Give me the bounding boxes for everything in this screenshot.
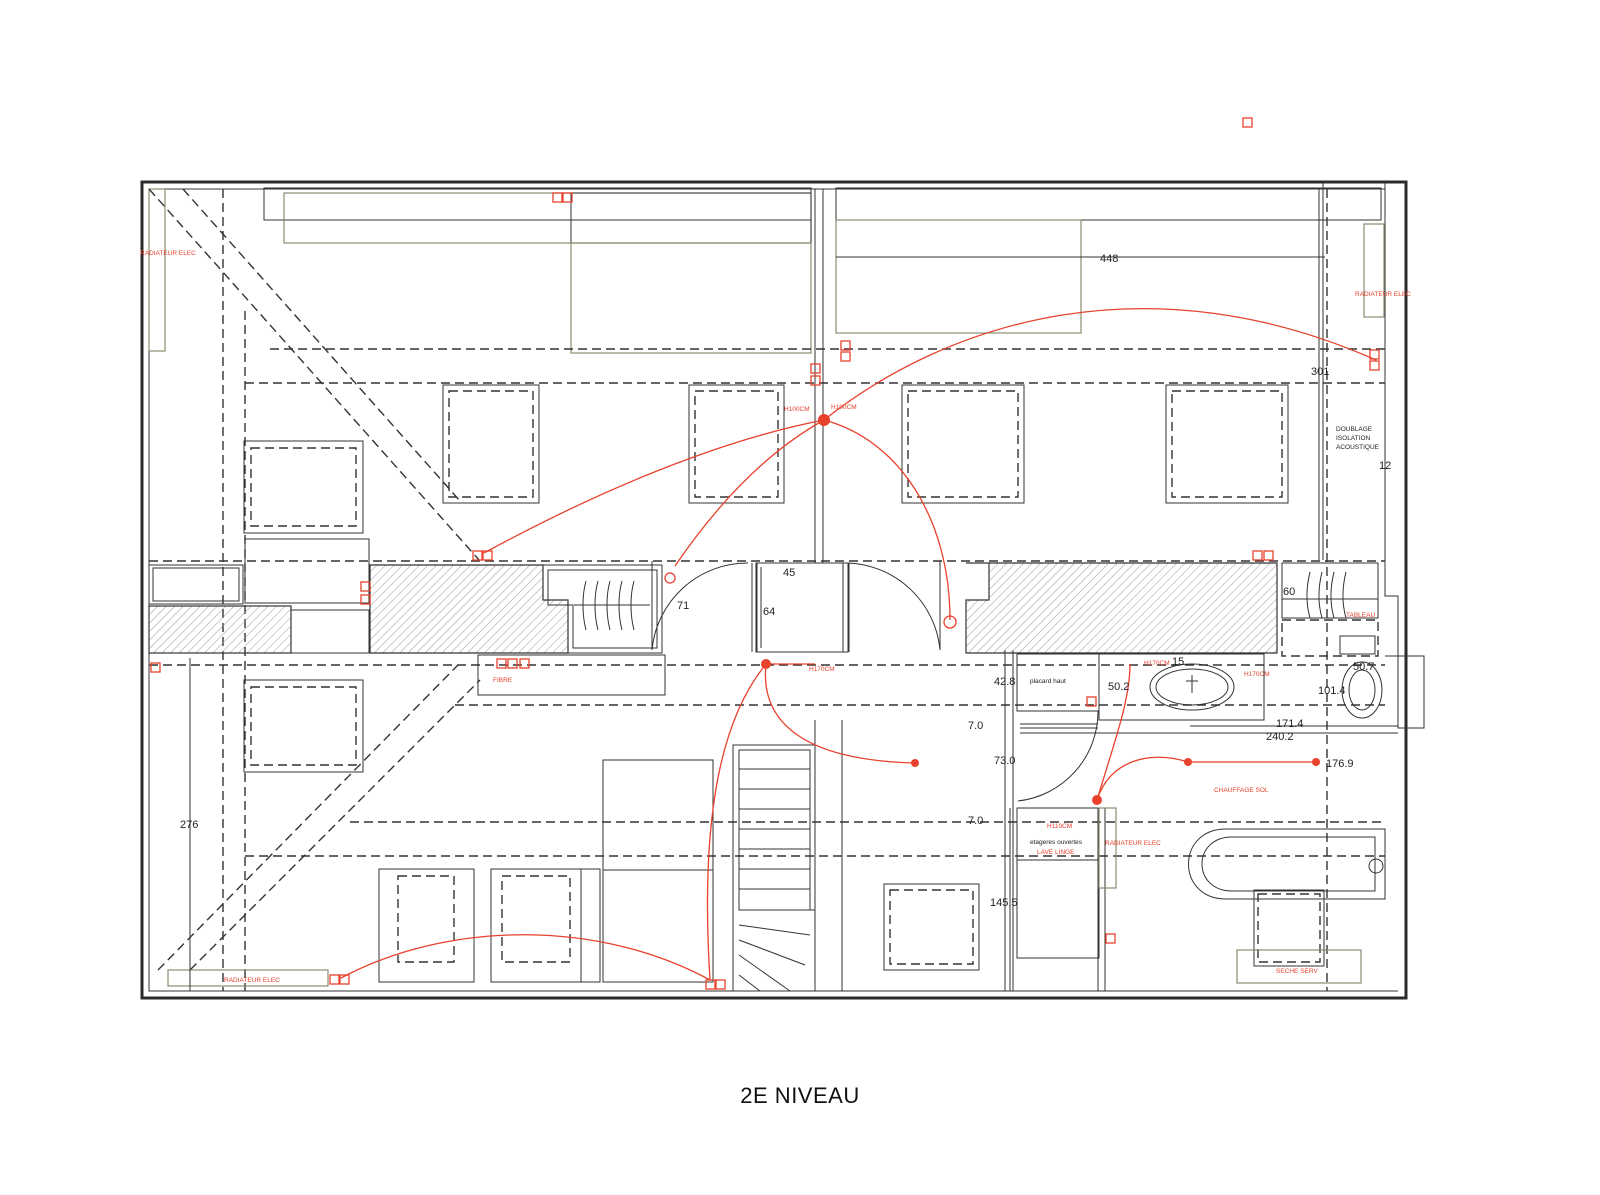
vanity: [1098, 653, 1265, 721]
radiator-bottom: [167, 969, 329, 987]
label-doublage: DOUBLAGE: [1336, 426, 1373, 433]
top-cabinet-right: [835, 187, 1382, 221]
label-chauffage-sol: CHAUFFAGE SOL: [1214, 787, 1269, 794]
dim-50-2: 50.2: [1108, 681, 1129, 693]
dim-171-4: 171.4: [1276, 718, 1304, 730]
label-h110: H110CM: [1047, 823, 1072, 830]
dim-145-5: 145.5: [990, 897, 1018, 909]
dim-50-7: 50.7: [1353, 661, 1374, 673]
radiator-bath: [1098, 807, 1117, 889]
dim-64: 64: [763, 606, 775, 618]
skylights: [243, 384, 1325, 983]
dim-7-0-b: 7.0: [968, 815, 983, 827]
radiator-left-wall: [148, 188, 166, 352]
label-placard-haut: placard haut: [1030, 678, 1066, 685]
roof-diagonal-2: [182, 188, 461, 502]
label-radiateur-top-left: RADIATEUR ELEC: [140, 250, 196, 257]
left-storage: [148, 538, 370, 654]
central-wall-hatched: [369, 564, 569, 654]
shower-left-tray: [547, 569, 658, 649]
electrical-points: [664, 414, 1320, 805]
dim-301: 301: [1311, 366, 1329, 378]
bathtub: [1188, 828, 1386, 984]
label-radiateur-top-right: RADIATEUR ELEC: [1355, 291, 1411, 298]
top-furniture: [283, 192, 812, 244]
dim-12: 12: [1379, 460, 1391, 472]
label-radiateur-bath: RADIATEUR ELEC: [1105, 840, 1161, 847]
label-h170-b: H170CM: [1144, 660, 1170, 667]
shower-left: [542, 564, 663, 654]
dim-71: 71: [677, 600, 689, 612]
dim-42-8: 42.8: [994, 676, 1015, 688]
bed-left: [570, 242, 812, 354]
label-h170-a: H170CM: [809, 666, 835, 673]
towel-radiator-right: [1281, 562, 1379, 619]
label-isolation: ISOLATION: [1336, 435, 1370, 442]
plan-title: 2E NIVEAU: [740, 1083, 860, 1108]
label-h170-c: H170CM: [1244, 671, 1270, 678]
fibre-cabinet: [477, 654, 666, 696]
label-seche-serv: SECHE SERV: [1276, 968, 1318, 975]
dim-73-0: 73.0: [994, 755, 1015, 767]
dim-240-2: 240.2: [1266, 731, 1294, 743]
dim-101-4: 101.4: [1318, 685, 1346, 697]
label-fibre: FIBRE: [493, 677, 513, 684]
right-wall-hatched: [965, 562, 1278, 654]
dim-448: 448: [1100, 253, 1118, 265]
label-etageres: etageres ouvertes: [1030, 839, 1083, 846]
partition-right: [1322, 182, 1399, 657]
top-desk: [570, 192, 812, 244]
towel-radiator-left: [574, 580, 650, 631]
dim-60: 60: [1283, 586, 1295, 598]
toilet: [1339, 635, 1425, 729]
label-acoustique: ACOUSTIQUE: [1336, 444, 1380, 451]
bedside-right: [1363, 223, 1385, 318]
roof-diagonal-4: [189, 679, 481, 971]
partition-bath: [1004, 650, 1106, 991]
dim-7-0-a: 7.0: [968, 720, 983, 732]
electrical-circuits: [340, 307, 1377, 981]
label-tableau: TABLEAU: [1346, 612, 1375, 619]
label-h100-a: H100CM: [784, 406, 810, 413]
dim-45: 45: [783, 567, 795, 579]
dim-15: 15: [1172, 656, 1184, 668]
exterior-wall: [140, 180, 1408, 1000]
dim-176-9: 176.9: [1326, 758, 1354, 770]
door-cluster-center: [651, 561, 941, 653]
dim-276: 276: [180, 819, 198, 831]
wardrobes-lower: [378, 759, 714, 983]
tableau-panel: [1281, 619, 1379, 657]
roof-diagonal-1: [148, 188, 481, 562]
label-h100-b: H100CM: [831, 404, 857, 411]
roof-diagonal-3: [157, 664, 459, 971]
label-radiateur-bottom: RADIATEUR ELEC: [224, 977, 280, 984]
staircase: [732, 744, 816, 992]
bed-right: [835, 219, 1082, 334]
electrical-sockets: [150, 117, 1380, 990]
label-lave-linge: LAVE LINGE: [1037, 849, 1075, 856]
